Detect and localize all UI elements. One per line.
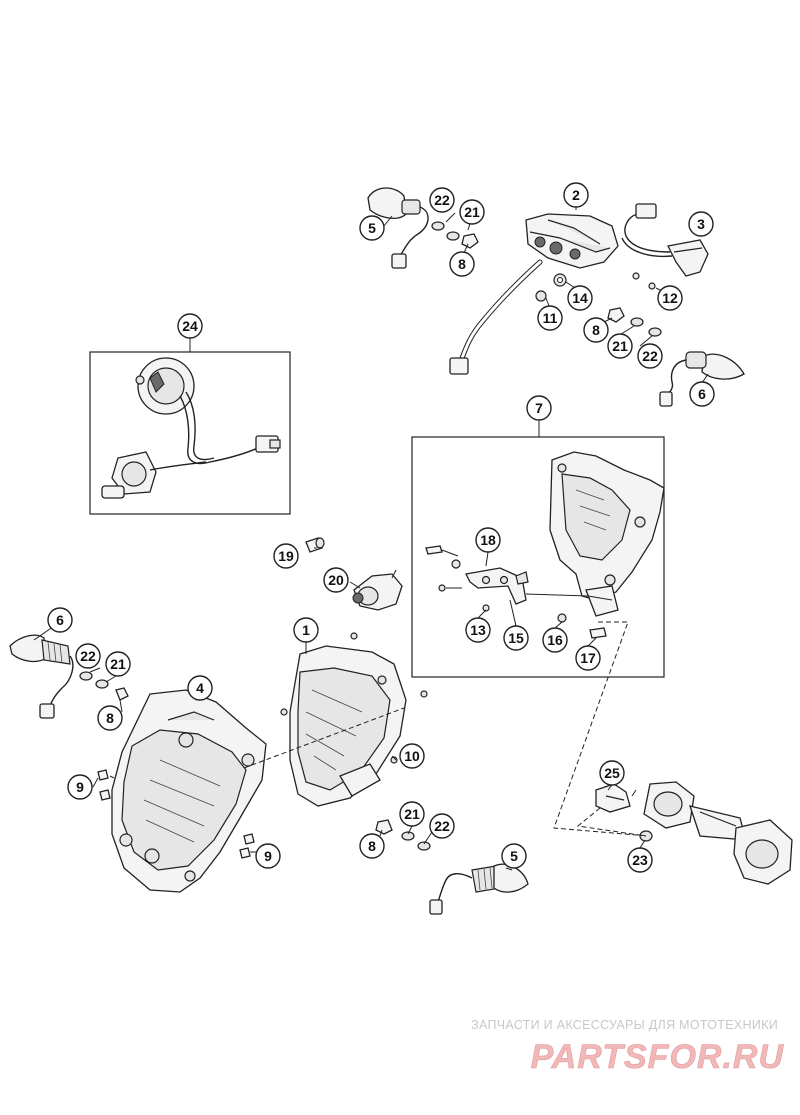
washers-nut-top (431, 221, 479, 249)
callout-22-right: 22 (637, 343, 663, 369)
svg-text:5: 5 (510, 848, 518, 864)
callout-14: 14 (567, 285, 593, 311)
svg-text:9: 9 (264, 848, 272, 864)
callout-1: 1 (293, 617, 319, 643)
callout-10: 10 (399, 743, 425, 769)
callout-20: 20 (323, 567, 349, 593)
callout-8-right: 8 (583, 317, 609, 343)
svg-text:5: 5 (368, 220, 376, 236)
svg-text:20: 20 (328, 572, 344, 588)
callout-2: 2 (563, 182, 589, 208)
svg-text:2: 2 (572, 187, 580, 203)
callout-6-left: 6 (47, 607, 73, 633)
svg-text:19: 19 (278, 548, 294, 564)
svg-text:13: 13 (470, 622, 486, 638)
svg-text:8: 8 (368, 838, 376, 854)
callout-3: 3 (688, 211, 714, 237)
watermark-logo: PARTSFOR.RU (530, 1038, 785, 1076)
watermark-caption: ЗАПЧАСТИ И АКСЕССУАРЫ ДЛЯ МОТОТЕХНИКИ (471, 1018, 778, 1032)
callout-5-top: 5 (359, 215, 385, 241)
callout-8-top: 8 (449, 251, 475, 277)
callout-16: 16 (542, 627, 568, 653)
callout-21-bottom: 21 (399, 801, 425, 827)
callout-9-left: 9 (67, 774, 93, 800)
handlebar-clamp (553, 621, 793, 885)
svg-text:12: 12 (662, 290, 678, 306)
svg-text:9: 9 (76, 779, 84, 795)
turn-signal-front-left (9, 634, 74, 719)
svg-text:14: 14 (572, 290, 588, 306)
callout-23: 23 (627, 847, 653, 873)
callout-21-top: 21 (459, 199, 485, 225)
callout-22-bottom: 22 (429, 813, 455, 839)
callout-8-left: 8 (97, 705, 123, 731)
callout-4: 4 (187, 675, 213, 701)
callout-19: 19 (273, 543, 299, 569)
svg-text:6: 6 (698, 386, 706, 402)
svg-text:22: 22 (80, 648, 96, 664)
svg-text:11: 11 (543, 310, 558, 326)
callout-6-right: 6 (689, 381, 715, 407)
headlight-bracket (425, 451, 665, 639)
svg-text:21: 21 (612, 338, 628, 354)
callout-12: 12 (657, 285, 683, 311)
washers-nut-right (607, 307, 662, 337)
svg-text:21: 21 (404, 806, 420, 822)
turn-signal-rear-right (659, 351, 745, 407)
svg-text:18: 18 (480, 532, 496, 548)
svg-text:7: 7 (535, 400, 543, 416)
svg-text:8: 8 (592, 322, 600, 338)
callout-21-left: 21 (105, 651, 131, 677)
svg-text:10: 10 (404, 748, 420, 764)
bulb-holder-assembly (101, 357, 281, 499)
callout-8-bottom: 8 (359, 833, 385, 859)
svg-text:1: 1 (302, 622, 310, 638)
svg-text:22: 22 (642, 348, 658, 364)
screws-9 (97, 769, 255, 859)
callout-7: 7 (526, 395, 552, 421)
callout-22-top: 22 (429, 187, 455, 213)
svg-text:25: 25 (604, 765, 620, 781)
callout-24: 24 (177, 313, 203, 339)
svg-text:22: 22 (434, 192, 450, 208)
svg-text:21: 21 (464, 204, 480, 220)
headlight (243, 632, 428, 807)
svg-text:23: 23 (632, 852, 648, 868)
callout-15: 15 (503, 625, 529, 651)
svg-text:21: 21 (110, 656, 126, 672)
turn-signal-front-right (429, 863, 529, 915)
tail-light (449, 198, 619, 375)
svg-text:3: 3 (697, 216, 705, 232)
callout-13: 13 (465, 617, 491, 643)
callout-22-left: 22 (75, 643, 101, 669)
callout-9-right: 9 (255, 843, 281, 869)
callout-18: 18 (475, 527, 501, 553)
headlight-mask (111, 689, 267, 893)
svg-text:4: 4 (196, 680, 204, 696)
svg-text:15: 15 (508, 630, 524, 646)
callout-21-right: 21 (607, 333, 633, 359)
svg-text:17: 17 (580, 650, 596, 666)
svg-text:8: 8 (458, 256, 466, 272)
bulbs (305, 537, 403, 611)
washers-left (79, 671, 129, 701)
callout-5-bottom: 5 (501, 843, 527, 869)
svg-text:8: 8 (106, 710, 114, 726)
svg-text:22: 22 (434, 818, 450, 834)
callout-11: 11 (537, 305, 563, 331)
svg-text:PARTSFOR.RU: PARTSFOR.RU (531, 1038, 785, 1076)
svg-text:6: 6 (56, 612, 64, 628)
callout-17: 17 (575, 645, 601, 671)
callout-25: 25 (599, 760, 625, 786)
turn-signal-rear-left (367, 187, 429, 269)
svg-text:16: 16 (547, 632, 563, 648)
svg-text:24: 24 (182, 318, 198, 334)
bracket-group-box (411, 436, 665, 678)
license-plate-light (621, 203, 709, 293)
washers-nut-bottom (375, 819, 431, 851)
